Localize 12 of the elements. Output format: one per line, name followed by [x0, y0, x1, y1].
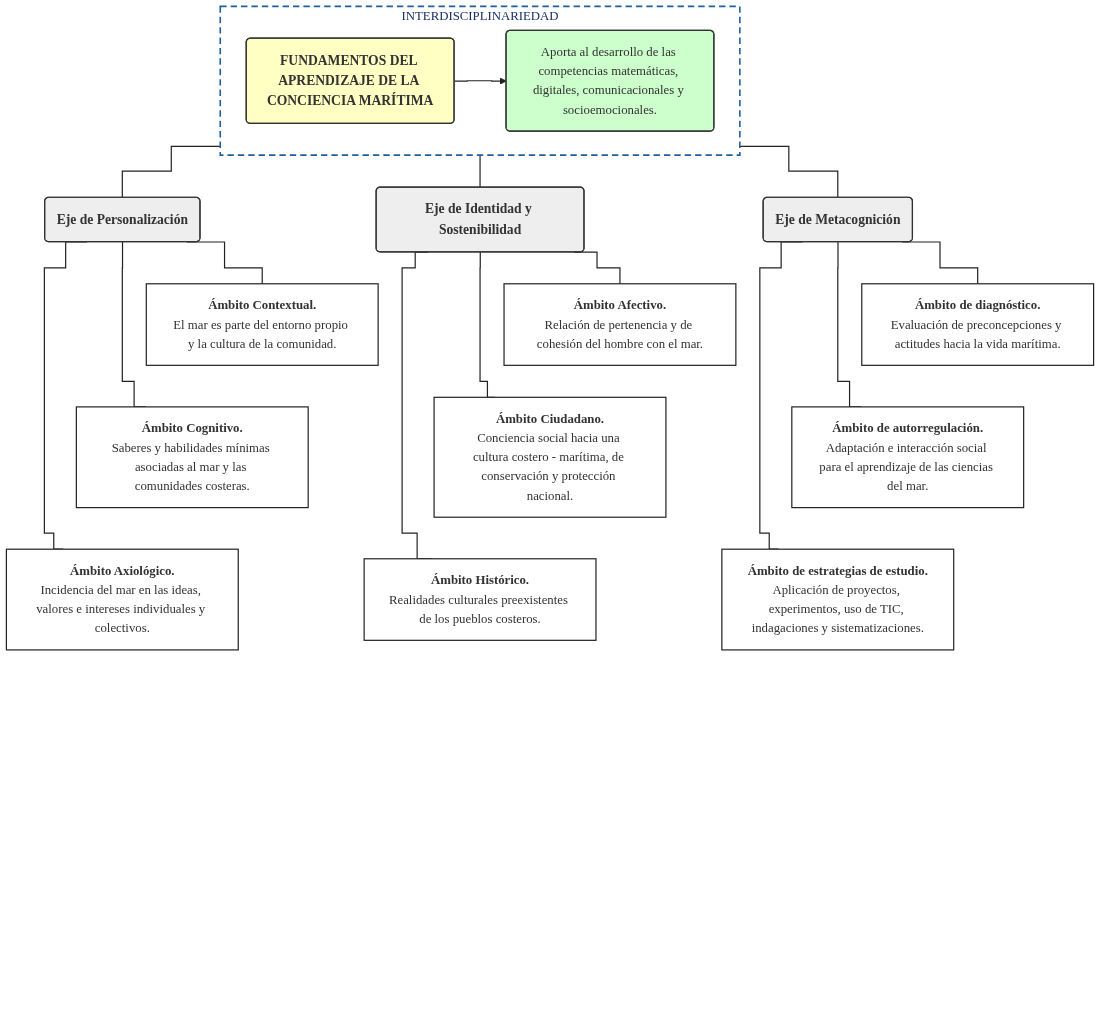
node-box: Ámbito de estrategias de estudio. Aplicación de proyectos, experimentos, uso de TIC, indagaciones y sistematizaciones.	[721, 548, 955, 651]
node-box: Ámbito Histórico. Realidades culturales preexistentes de los pueblos costeros.	[363, 558, 597, 641]
node-box: Ámbito Cognitivo. Saberes y habilidades mínimas asociadas al mar y las comunidades costeras.	[75, 406, 309, 509]
node-box: Ámbito de autorregulación. Adaptación e interacción social para el aprendizaje de las ciencias del mar.	[791, 406, 1025, 509]
connector	[121, 145, 221, 198]
node-box: Ámbito Ciudadano. Conciencia social hacia una cultura costero - marítima, de conservación y protección nacional.	[433, 396, 667, 518]
node-box: Ámbito Axiológico. Incidencia del mar en las ideas, valores e intereses individuales y colectivos.	[5, 548, 239, 651]
node-box: Ámbito Afectivo. Relación de pertenencia y de cohesión del hombre con el mar.	[503, 283, 737, 366]
connector	[739, 145, 839, 198]
node-box: Ámbito de diagnóstico. Evaluación de preconcepciones y actitudes hacia la vida marítima.	[861, 283, 1095, 366]
node-box: Ámbito Contextual. El mar es parte del entorno propio y la cultura de la comunidad.	[145, 283, 379, 366]
connector	[479, 154, 481, 188]
